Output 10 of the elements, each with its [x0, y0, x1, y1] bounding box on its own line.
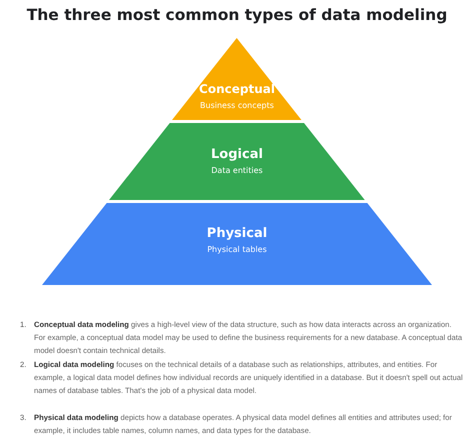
tier-subtitle: Business concepts: [200, 101, 274, 110]
tier-title: Physical: [206, 226, 268, 241]
pyramid-tier: [172, 38, 302, 120]
pyramid-tier: [109, 123, 365, 200]
pyramid-tier: [42, 203, 432, 285]
title: The three most common types of data modeling: [26, 6, 448, 24]
tier-subtitle: Data entities: [211, 166, 263, 175]
tier-title: Logical: [211, 147, 263, 162]
tier-subtitle: Physical tables: [207, 245, 267, 254]
tier-title: Conceptual: [199, 82, 275, 96]
